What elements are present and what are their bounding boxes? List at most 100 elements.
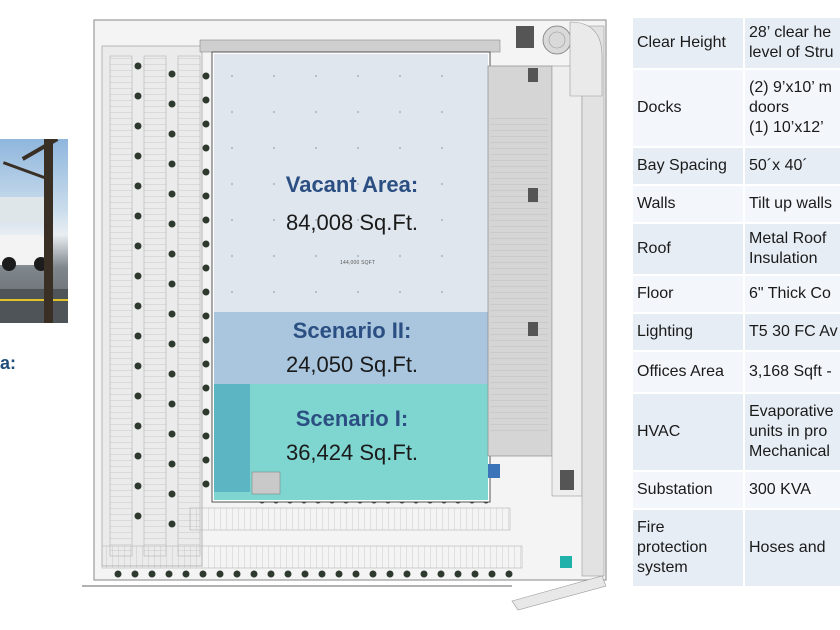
spec-value-line: 50´x 40´ xyxy=(749,157,808,174)
tree-icon xyxy=(114,570,122,578)
tree-icon xyxy=(505,570,513,578)
north-landscape xyxy=(569,21,603,97)
tree-icon xyxy=(267,570,275,578)
tree-icon xyxy=(168,100,176,108)
tree-icon xyxy=(134,362,142,370)
column-dot xyxy=(399,219,401,221)
tree-icon xyxy=(134,212,142,220)
spec-label: Roof xyxy=(631,222,745,276)
spec-value-line: T5 30 FC Av xyxy=(749,323,838,340)
east-drive xyxy=(551,65,583,497)
column-dot xyxy=(441,183,443,185)
dock-marker xyxy=(528,68,538,82)
tree-icon xyxy=(168,220,176,228)
spec-value: 50´x 40´ xyxy=(743,146,840,186)
spec-label: Floor xyxy=(631,274,745,314)
tree-icon xyxy=(202,408,210,416)
cropped-caption: a: xyxy=(0,353,17,373)
tree-icon xyxy=(301,570,309,578)
spec-value: 300 KVA xyxy=(743,470,840,510)
tree-icon xyxy=(134,392,142,400)
tree-icon xyxy=(134,152,142,160)
column-dot xyxy=(273,183,275,185)
vacant-area-fill xyxy=(214,54,488,312)
spec-label-line: Docks xyxy=(637,99,682,116)
column-dot xyxy=(399,111,401,113)
column-dot xyxy=(273,75,275,77)
tree-icon xyxy=(369,570,377,578)
tree-icon xyxy=(134,182,142,190)
tree-icon xyxy=(168,160,176,168)
photo-wheel xyxy=(2,257,16,271)
site-plan-drawing xyxy=(82,19,607,611)
tree-icon xyxy=(199,570,207,578)
column-dot xyxy=(273,291,275,293)
column-dot xyxy=(231,255,233,257)
tree-icon xyxy=(134,422,142,430)
office-annex xyxy=(251,471,281,495)
tree-icon xyxy=(250,570,258,578)
column-dot xyxy=(231,291,233,293)
tree-icon xyxy=(168,340,176,348)
column-dot xyxy=(231,219,233,221)
column-dot xyxy=(441,219,443,221)
spec-label: Docks xyxy=(631,68,745,148)
spec-value: Tilt up walls xyxy=(743,184,840,224)
spec-label-line: system xyxy=(637,559,688,576)
tree-icon xyxy=(168,190,176,198)
column-dot xyxy=(315,111,317,113)
tree-icon xyxy=(134,242,142,250)
tree-icon xyxy=(202,72,210,80)
spec-value: Hoses and xyxy=(743,508,840,588)
tree-icon xyxy=(168,130,176,138)
column-dot xyxy=(357,183,359,185)
parking-stalls-south-inner xyxy=(189,507,511,531)
parking-stalls-south xyxy=(101,545,523,569)
spec-label: Offices Area xyxy=(631,350,745,394)
spec-value-line: Hoses and xyxy=(749,539,826,556)
column-dot xyxy=(231,147,233,149)
site-plan: Vacant Area: 84,008 Sq.Ft. 144,000 SQFT … xyxy=(82,16,617,616)
entrance-ramp xyxy=(511,575,607,611)
column-dot xyxy=(399,255,401,257)
tree-icon xyxy=(168,370,176,378)
spec-value: T5 30 FC Av xyxy=(743,312,840,352)
tree-icon xyxy=(202,192,210,200)
tree-icon xyxy=(202,456,210,464)
tree-icon xyxy=(454,570,462,578)
tree-icon xyxy=(202,384,210,392)
column-dot xyxy=(273,255,275,257)
dock-marker xyxy=(528,188,538,202)
scenario-ii-label: Scenario II: xyxy=(292,318,412,343)
electrical-room xyxy=(488,464,500,478)
spec-value-line: doors xyxy=(749,99,790,116)
tree-icon xyxy=(202,480,210,488)
spec-value: 3,168 Sqft - xyxy=(743,350,840,394)
tree-icon xyxy=(168,490,176,498)
tree-icon xyxy=(168,250,176,258)
spec-label-line: Bay Spacing xyxy=(637,157,727,174)
utility-box xyxy=(560,470,574,490)
tree-icon xyxy=(202,120,210,128)
tree-icon xyxy=(168,430,176,438)
tree-icon xyxy=(131,570,139,578)
tree-icon xyxy=(202,432,210,440)
vacant-area-value: 84,008 Sq.Ft. xyxy=(285,210,419,235)
column-dot xyxy=(231,183,233,185)
spec-value-line: Evaporative xyxy=(749,403,834,420)
spec-label: Walls xyxy=(631,184,745,224)
tree-icon xyxy=(202,168,210,176)
column-dot xyxy=(315,219,317,221)
tree-icon xyxy=(168,520,176,528)
scenario-i-value: 36,424 Sq.Ft. xyxy=(285,440,419,465)
column-dot xyxy=(315,75,317,77)
tree-icon xyxy=(182,570,190,578)
